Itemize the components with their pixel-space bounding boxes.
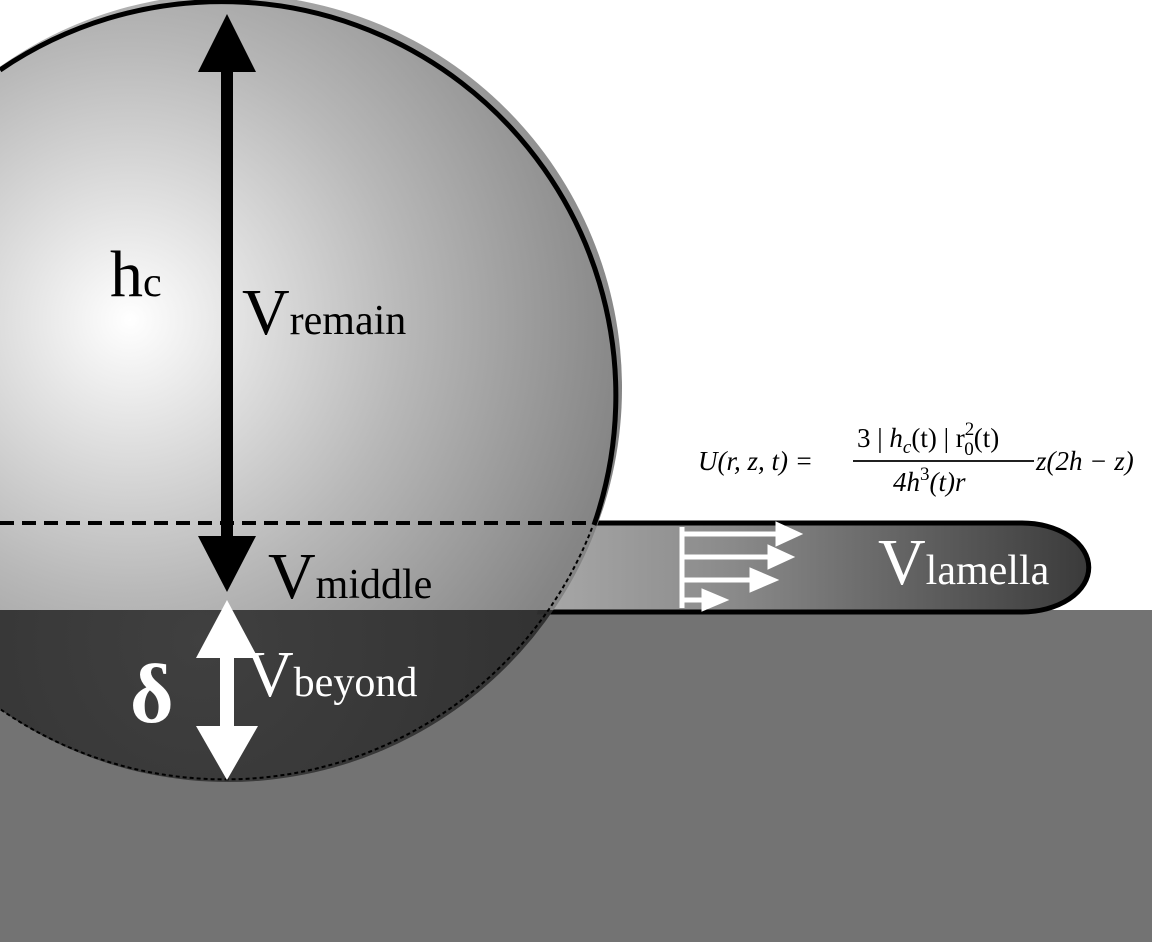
equation-lhs: U(r, z, t) = (698, 446, 813, 476)
droplet-outline-dashed (0, 527, 593, 781)
equation-denominator: 4h3(t)r (893, 464, 966, 497)
v-middle-label: Vmiddle (268, 540, 432, 613)
v-lamella-label: Vlamella (878, 526, 1050, 599)
hc-label: hc (110, 238, 162, 311)
droplet-outline (0, 0, 619, 526)
lamella-sheet (536, 520, 1092, 615)
v-remain-label: Vremain (242, 276, 406, 349)
delta-label: δ (130, 648, 174, 741)
droplet-beyond-region (0, 610, 560, 782)
droplet-sphere (0, 0, 622, 782)
delta-arrow (196, 600, 258, 780)
equation-rhs: z(2h − z) (1035, 446, 1134, 476)
hc-arrow (198, 14, 256, 592)
velocity-profile (679, 521, 804, 612)
v-beyond-label: Vbeyond (246, 638, 417, 711)
